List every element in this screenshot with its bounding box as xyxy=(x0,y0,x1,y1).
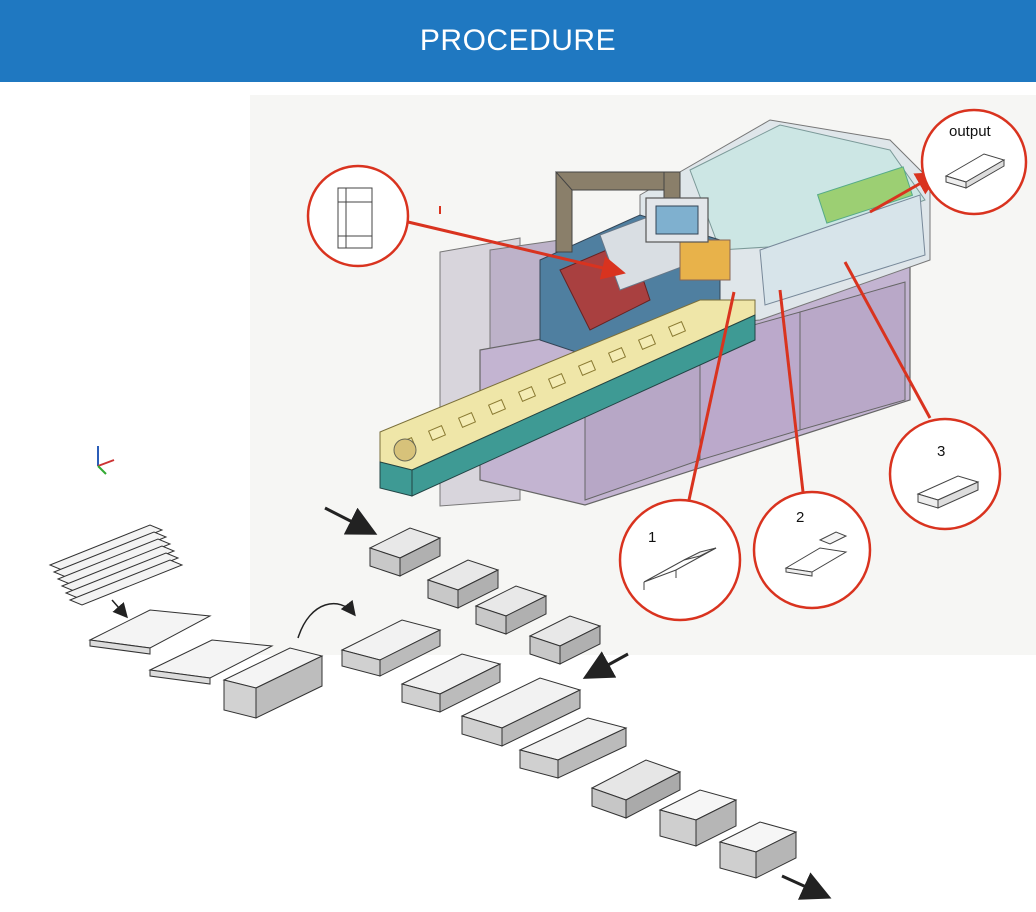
step-2-label: 2 xyxy=(796,509,804,526)
cartoning-machine xyxy=(379,119,931,507)
callout-step-1: 1 xyxy=(618,291,742,622)
header-banner: PROCEDURE xyxy=(0,0,1036,82)
callout-step-2: 2 xyxy=(752,289,872,610)
callout-output: output xyxy=(869,108,1028,216)
step-3-label: 3 xyxy=(937,443,945,460)
finished-cartons xyxy=(658,789,798,879)
blank-stack xyxy=(48,524,184,606)
product-row xyxy=(368,527,602,665)
callout-step-3: 3 xyxy=(843,261,1002,531)
axis-gizmo-icon xyxy=(97,446,115,475)
loading-row xyxy=(340,619,682,819)
carton-process-flow xyxy=(48,506,832,900)
page-title: PROCEDURE xyxy=(419,24,617,57)
callout-blank xyxy=(306,164,626,280)
procedure-diagram: output 3 2 1 xyxy=(48,95,1036,900)
step-1-label: 1 xyxy=(648,529,656,546)
output-label: output xyxy=(949,123,992,140)
